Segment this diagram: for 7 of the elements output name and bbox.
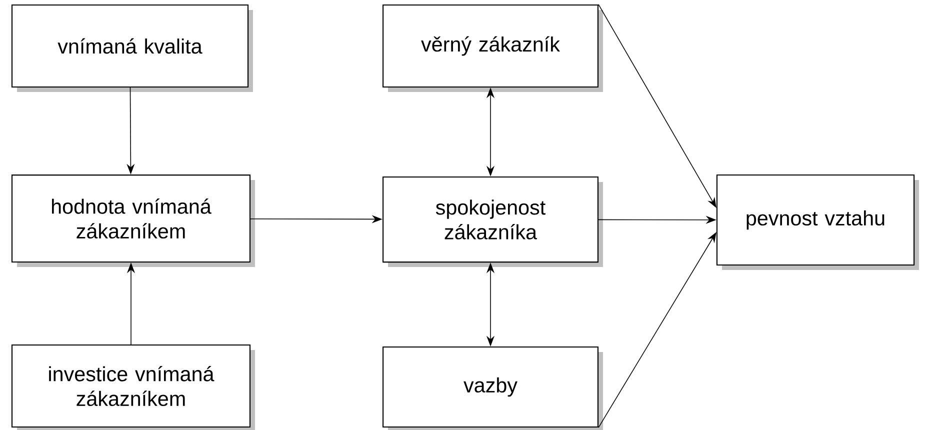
process-box: spokojenost zákazníka (382, 176, 603, 267)
process-box: pevnost vztahu (716, 174, 919, 270)
process-box: vnímaná kvalita (11, 4, 253, 92)
process-box: hodnota vnímaná zákazníkem (11, 174, 255, 267)
process-box: investice vnímaná zákazníkem (11, 344, 255, 430)
process-box: věrný zákazník (382, 4, 603, 92)
process-box: vazby (382, 346, 603, 430)
